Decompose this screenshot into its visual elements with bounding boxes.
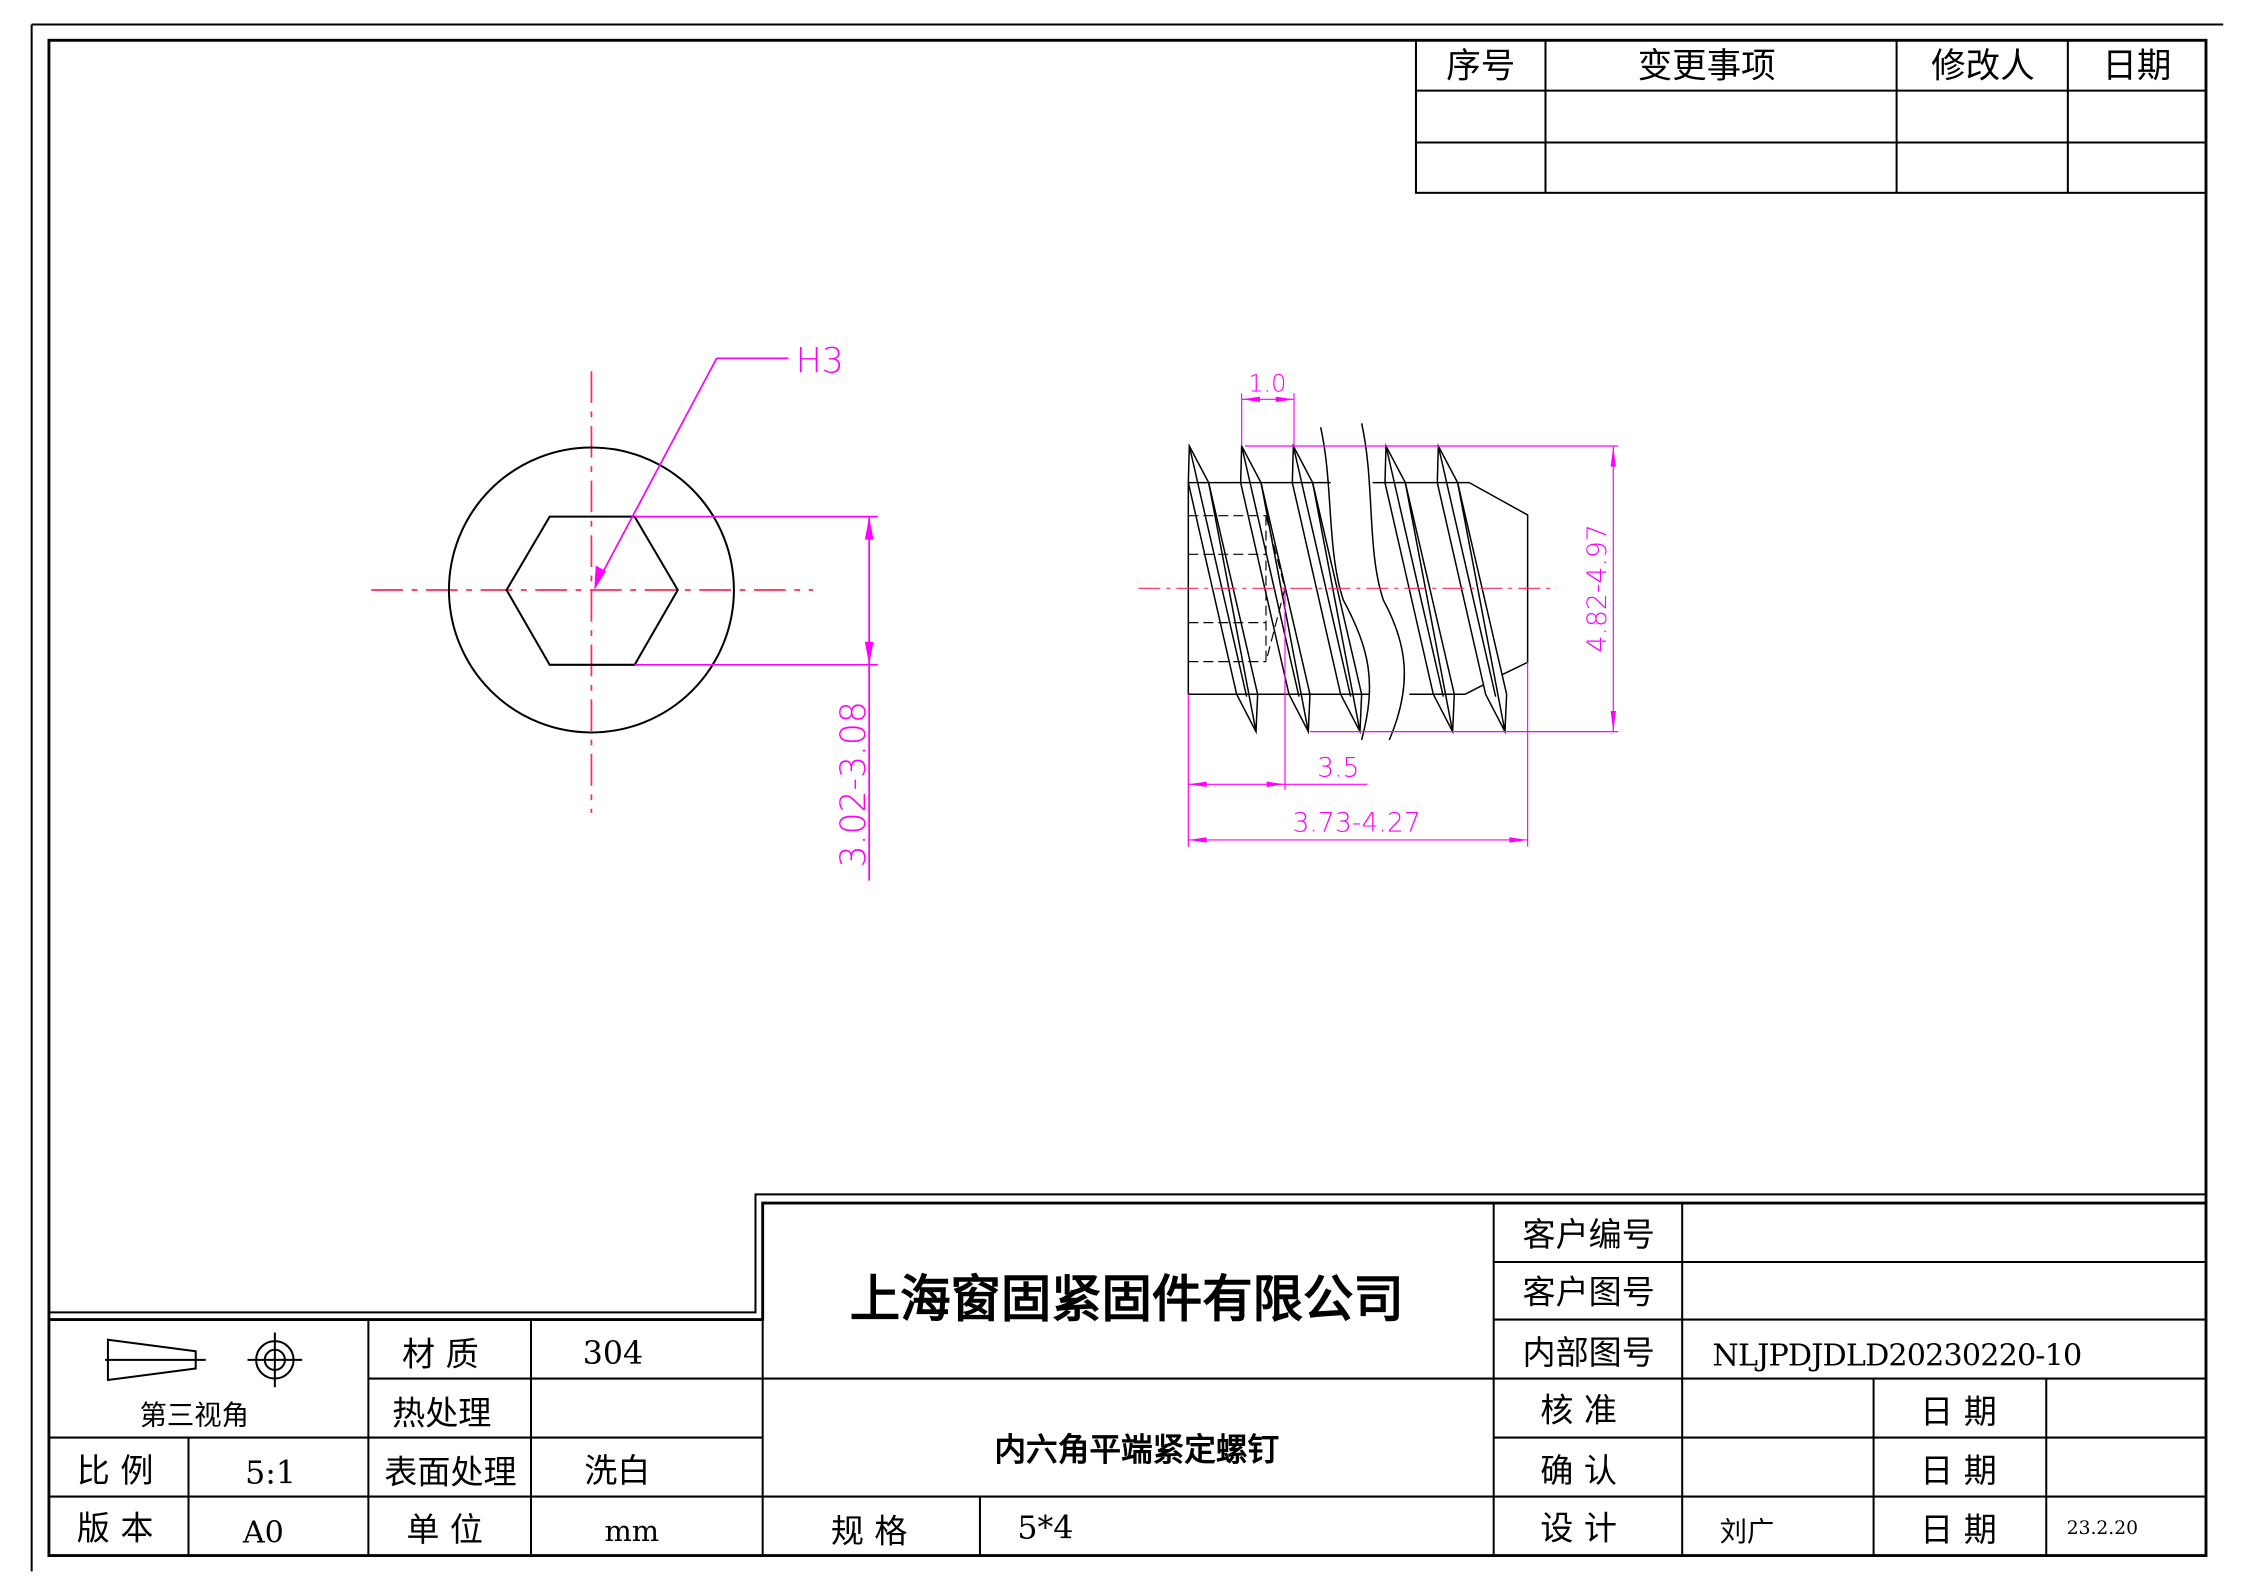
version-label: 版 本 (77, 1509, 154, 1548)
design-date-value: 23.2.20 (2067, 1518, 2138, 1539)
socket-depth-dim: 3.5 (1317, 753, 1359, 784)
break-line (1319, 427, 1371, 741)
title-block: 第三视角 材 质 304 热处理 比 例 5:1 表面处理 洗白 版 本 A0 … (48, 1193, 2206, 1556)
across-flats-dim: 3.02-3.08 (834, 701, 874, 867)
leader-arrow (594, 565, 606, 590)
company-name: 上海窗固紧固件有限公司 (850, 1270, 1404, 1329)
rev-header-modifier: 修改人 (1931, 47, 2035, 87)
side-view: 1.0 4.82-4.97 3.5 3.73-4.27 (1138, 370, 1619, 847)
rev-header-change: 变更事项 (1638, 47, 1776, 87)
spec-value: 5*4 (1017, 1510, 1073, 1546)
major-diameter-dim: 4.82-4.97 (1582, 524, 1613, 652)
design-date-label: 日 期 (1920, 1510, 1997, 1549)
confirm-label: 确 认 (1540, 1451, 1617, 1490)
version-value: A0 (242, 1516, 284, 1551)
pitch-dim: 1.0 (1248, 370, 1286, 398)
designer-name: 刘广 (1720, 1517, 1775, 1548)
hex-leader (596, 357, 789, 584)
revision-table: 序号 变更事项 修改人 日期 (1414, 39, 2207, 194)
projection-label: 第三视角 (140, 1401, 249, 1432)
customer-drawing-label: 客户图号 (1522, 1273, 1654, 1312)
screw-outline-circle (447, 446, 735, 734)
unit-value: mm (604, 1514, 659, 1548)
rev-header-date: 日期 (2102, 47, 2171, 87)
approve-date-label: 日 期 (1920, 1392, 1997, 1431)
material-value: 304 (583, 1336, 643, 1372)
internal-drawing-value: NLJPDJDLD20230220-10 (1712, 1339, 2082, 1374)
hex-socket (505, 515, 679, 666)
unit-label: 单 位 (406, 1510, 483, 1549)
break-line (1360, 423, 1406, 741)
internal-drawing-label: 内部图号 (1522, 1333, 1654, 1372)
scale-label: 比 例 (77, 1451, 154, 1490)
heat-treatment-label: 热处理 (392, 1394, 491, 1433)
end-view: H3 3.02-3.08 (371, 342, 878, 881)
customer-no-label: 客户编号 (1522, 1215, 1654, 1254)
thread-crests (1187, 443, 1508, 735)
material-label: 材 质 (402, 1335, 479, 1374)
design-label: 设 计 (1540, 1509, 1617, 1548)
surface-treatment-label: 表面处理 (384, 1453, 516, 1492)
length-dim: 3.73-4.27 (1292, 808, 1420, 839)
confirm-date-label: 日 期 (1920, 1451, 1997, 1490)
drawing-frame (47, 38, 2208, 1557)
hex-size-label: H3 (796, 342, 844, 382)
scale-value: 5:1 (245, 1456, 296, 1492)
spec-label: 规 格 (831, 1512, 908, 1551)
approve-label: 核 准 (1540, 1391, 1617, 1430)
rev-header-no: 序号 (1446, 47, 1515, 87)
surface-treatment-value: 洗白 (584, 1451, 650, 1490)
part-name: 内六角平端紧定螺钉 (994, 1433, 1279, 1469)
third-angle-projection-icon (105, 1332, 303, 1388)
